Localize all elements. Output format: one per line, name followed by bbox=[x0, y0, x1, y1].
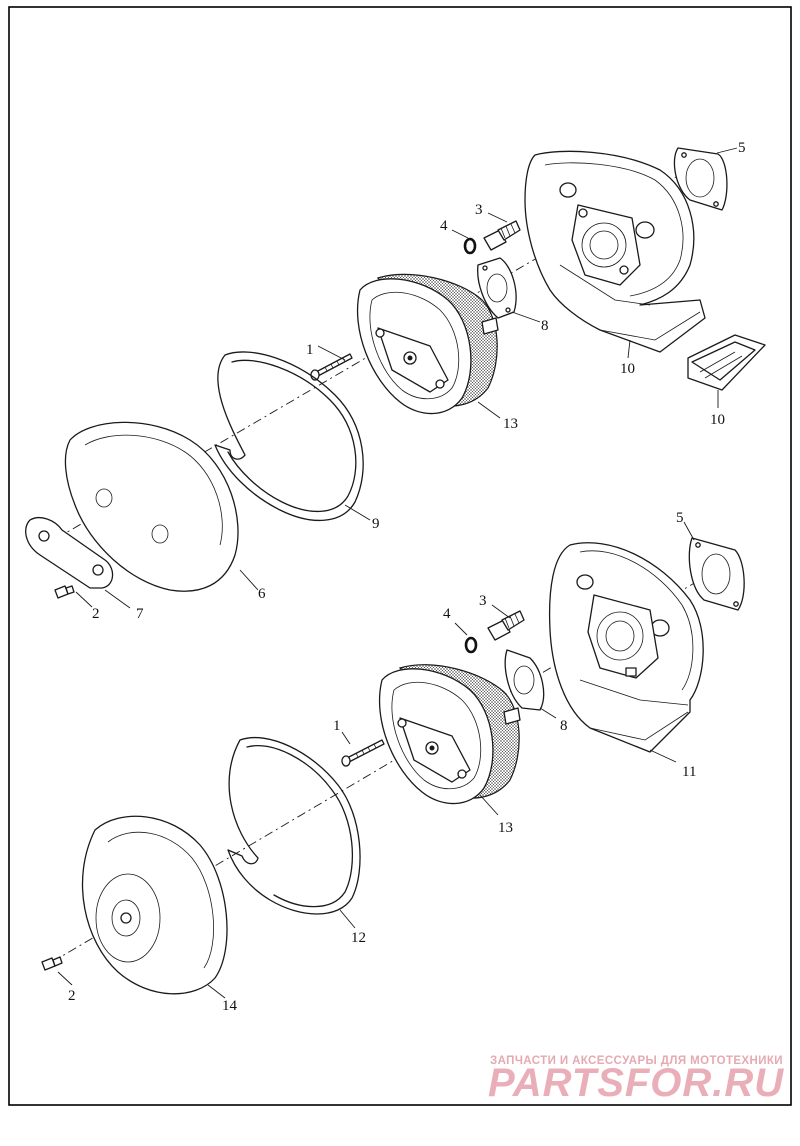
callout-bottom-5: 5 bbox=[676, 510, 684, 526]
callout-top-3: 3 bbox=[475, 202, 483, 218]
part-5-gasket bbox=[673, 147, 728, 211]
part-3-breather-bolt-bottom bbox=[487, 610, 525, 641]
part-4-o-ring bbox=[463, 237, 477, 255]
callout-bottom-1: 1 bbox=[333, 718, 341, 734]
callout-top-9: 9 bbox=[372, 516, 380, 532]
part-10-backplate bbox=[524, 150, 706, 353]
part-13-filter-element-bottom bbox=[378, 664, 521, 805]
callout-top-6: 6 bbox=[258, 586, 266, 602]
part-8-gasket bbox=[477, 257, 517, 319]
callout-top-10a: 10 bbox=[620, 361, 635, 377]
callout-top-4: 4 bbox=[440, 218, 448, 234]
part-5-gasket-bottom bbox=[688, 537, 745, 611]
callout-bottom-4: 4 bbox=[443, 606, 451, 622]
part-7-trim-plate bbox=[25, 516, 114, 589]
callout-top-8: 8 bbox=[541, 318, 549, 334]
callout-bottom-11: 11 bbox=[682, 764, 696, 780]
part-3-breather-bolt bbox=[483, 220, 521, 251]
part-14-round-cover bbox=[81, 815, 228, 995]
callout-bottom-8: 8 bbox=[560, 718, 568, 734]
part-10-insert bbox=[687, 334, 766, 391]
top-assembly: 1 2 3 4 5 6 7 8 9 10 10 13 bbox=[25, 140, 766, 622]
part-12-seal-ring bbox=[227, 736, 361, 915]
page-frame bbox=[8, 6, 792, 1106]
top-leaders bbox=[75, 147, 738, 609]
callout-top-13: 13 bbox=[503, 416, 518, 432]
callout-top-7: 7 bbox=[136, 606, 144, 622]
part-2-screw-bottom bbox=[41, 956, 63, 971]
part-4-o-ring-bottom bbox=[464, 636, 478, 654]
callout-bottom-14: 14 bbox=[222, 998, 238, 1014]
callout-bottom-3: 3 bbox=[479, 593, 487, 609]
callout-top-2: 2 bbox=[92, 606, 100, 622]
part-8-gasket-bottom bbox=[504, 649, 545, 711]
part-2-screw bbox=[54, 585, 75, 599]
callout-top-10b: 10 bbox=[710, 412, 725, 428]
bottom-leaders bbox=[57, 521, 695, 999]
callout-top-1: 1 bbox=[306, 342, 314, 358]
part-1-screw bbox=[310, 353, 353, 381]
watermark-tagline: ЗАПЧАСТИ И АКСЕССУАРЫ ДЛЯ МОТОТЕХНИКИ bbox=[490, 1055, 783, 1067]
part-13-filter-element bbox=[356, 273, 499, 415]
watermark-brand: PARTSFOR.RU bbox=[488, 1061, 784, 1105]
part-1-screw-bottom bbox=[341, 739, 385, 767]
part-9-seal-ring bbox=[214, 351, 364, 521]
watermark: ЗАПЧАСТИ И АКСЕССУАРЫ ДЛЯ МОТОТЕХНИКИ PA… bbox=[488, 1055, 784, 1105]
bottom-assembly: 1 2 3 4 5 8 11 12 13 14 bbox=[41, 510, 745, 1014]
callout-bottom-12: 12 bbox=[351, 930, 366, 946]
callout-bottom-13: 13 bbox=[498, 820, 513, 836]
part-6-cover bbox=[64, 421, 239, 592]
part-11-backplate bbox=[548, 542, 704, 753]
callout-bottom-2: 2 bbox=[68, 988, 76, 1004]
callout-top-5: 5 bbox=[738, 140, 746, 156]
